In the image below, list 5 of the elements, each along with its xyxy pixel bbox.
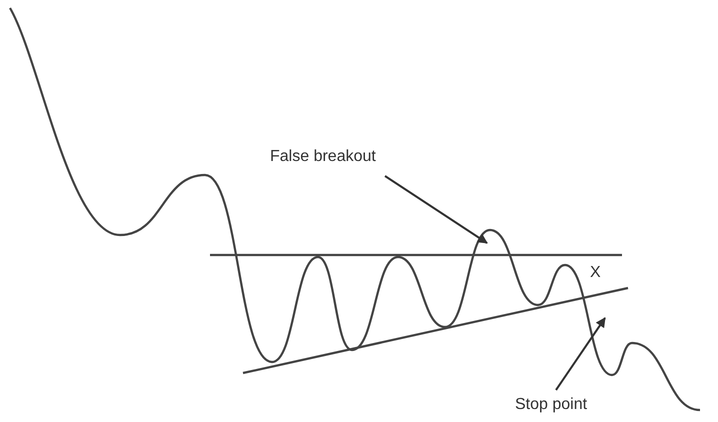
callout-text: False breakout — [270, 148, 376, 166]
point-marker-label: X — [590, 264, 601, 282]
callout-text: Stop point — [515, 396, 588, 414]
leader-arrow — [384, 175, 488, 244]
leader-arrow — [555, 317, 606, 391]
